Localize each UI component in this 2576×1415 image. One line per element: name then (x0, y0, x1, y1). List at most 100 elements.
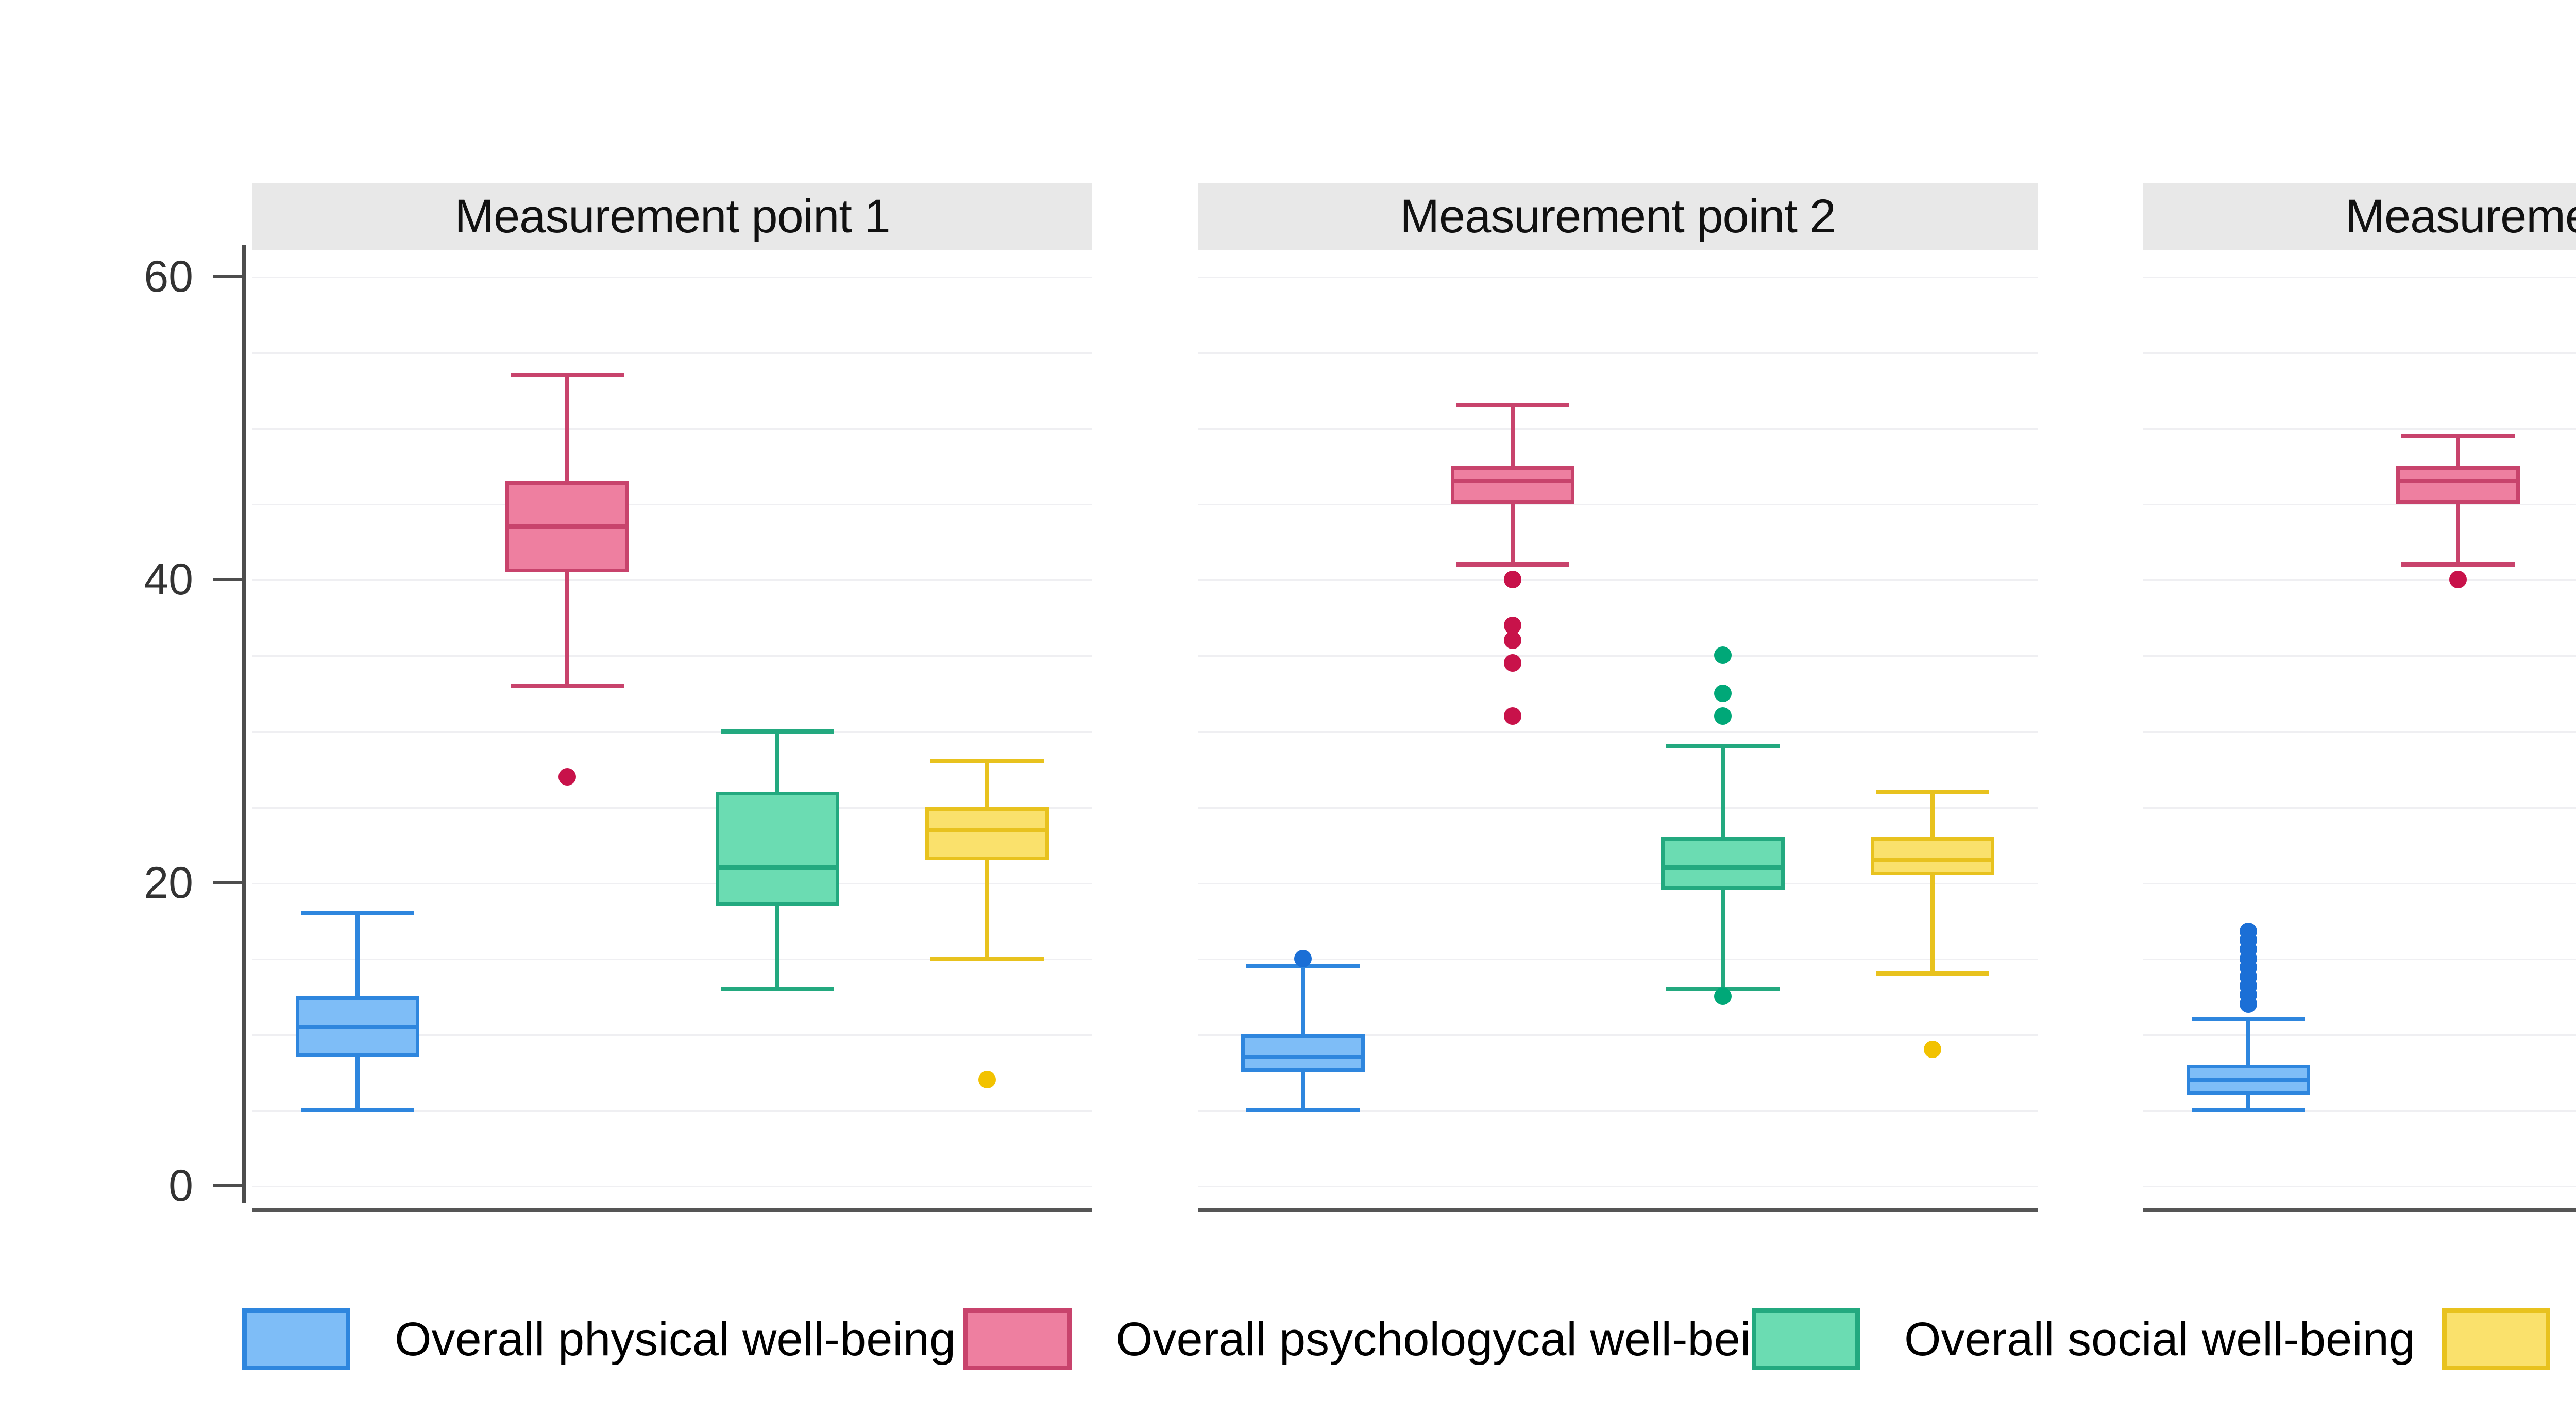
legend-item-4[interactable]: Overall spiritual well-being (2442, 1308, 2576, 1370)
gridline (252, 731, 1092, 733)
gridline (1198, 579, 2038, 582)
median-line (1660, 865, 1785, 870)
whisker-upper (1720, 746, 1725, 838)
boxplot-1-4 (925, 0, 1049, 1415)
legend-item-3[interactable]: Overall social well-being (1752, 1308, 2472, 1370)
whisker-lower (985, 860, 990, 959)
boxplot-2-2 (1451, 0, 1575, 1415)
box-iqr (2396, 466, 2520, 504)
gridline (1198, 1186, 2038, 1187)
median-line (295, 1025, 419, 1029)
whisker-cap-lower (720, 986, 834, 991)
gridline (2143, 731, 2576, 733)
legend-item-1[interactable]: Overall physical well-being (242, 1308, 1012, 1370)
panel-title: Measurement point 3 (2345, 190, 2576, 243)
gridline (2143, 958, 2576, 960)
whisker-upper (1511, 405, 1515, 466)
median-line (505, 524, 630, 529)
outlier-point (1504, 632, 1522, 649)
whisker-cap-upper (930, 759, 1044, 764)
gridline (2143, 882, 2576, 884)
panel-title: Measurement point 1 (454, 190, 890, 243)
median-line (715, 865, 839, 870)
gridline (1198, 352, 2038, 354)
whisker-cap-lower (2401, 562, 2515, 567)
gridline (252, 655, 1092, 657)
y-axis-tick-label: 0 (168, 1161, 193, 1211)
outlier-point (1714, 646, 1732, 664)
gridline (1198, 807, 2038, 809)
box-iqr (1451, 466, 1575, 504)
gridline (1198, 1110, 2038, 1112)
y-axis-tick-mark (213, 275, 242, 278)
gridline (252, 807, 1092, 809)
panel-header: Measurement point 2 (1198, 183, 2038, 250)
legend-item-2[interactable]: Overall psychologycal well-being (963, 1308, 1860, 1370)
gridline (252, 882, 1092, 884)
gridline (2143, 807, 2576, 809)
legend-swatch (1752, 1308, 1860, 1370)
outlier-point (1714, 987, 1732, 1005)
gridline (1198, 655, 2038, 657)
whisker-cap-upper (1666, 744, 1780, 748)
gridline (1198, 504, 2038, 506)
panel-title: Measurement point 2 (1400, 190, 1836, 243)
boxplot-1-1 (295, 0, 419, 1415)
whisker-upper (775, 731, 779, 792)
gridline (252, 1110, 1092, 1112)
whisker-cap-upper (720, 729, 834, 734)
boxplot-3-1 (2186, 0, 2310, 1415)
median-line (2396, 479, 2520, 484)
y-axis-tick-mark (213, 1184, 242, 1187)
panel-baseline (1198, 1208, 2038, 1212)
legend-label: Overall physical well-being (395, 1312, 956, 1366)
whisker-lower (1930, 875, 1935, 974)
whisker-upper (2456, 435, 2461, 466)
whisker-upper (565, 375, 570, 482)
box-iqr (1241, 1034, 1365, 1072)
box-iqr (925, 807, 1049, 860)
boxplot-1-2 (505, 0, 630, 1415)
box-iqr (1660, 837, 1785, 891)
median-line (2186, 1078, 2310, 1082)
boxplot-1-3 (715, 0, 839, 1415)
median-line (1451, 479, 1575, 484)
boxplot-2-3 (1660, 0, 1785, 1415)
gridline (1198, 882, 2038, 884)
gridline (252, 504, 1092, 506)
legend-label: Overall social well-being (1904, 1312, 2415, 1366)
whisker-cap-upper (1456, 403, 1570, 408)
median-line (1871, 858, 1995, 862)
outlier-point (1504, 571, 1522, 589)
legend-swatch (242, 1308, 350, 1370)
outlier-point (1714, 707, 1732, 725)
gridline (252, 277, 1092, 278)
whisker-cap-upper (1876, 790, 1990, 794)
whisker-cap-lower (1246, 1107, 1360, 1112)
gridline (2143, 277, 2576, 278)
whisker-cap-upper (2191, 1017, 2305, 1021)
outlier-point (1714, 684, 1732, 702)
gridline (1198, 1034, 2038, 1036)
whisker-cap-upper (300, 911, 414, 915)
whisker-lower (2246, 1095, 2250, 1110)
y-axis-tick-mark (213, 881, 242, 884)
outlier-point (1504, 654, 1522, 672)
panel-baseline (2143, 1208, 2576, 1212)
outlier-point (1924, 1041, 1942, 1059)
whisker-cap-lower (300, 1107, 414, 1112)
panel-header: Measurement point 3 (2143, 183, 2576, 250)
gridline (2143, 1186, 2576, 1187)
whisker-cap-upper (511, 373, 624, 378)
y-axis-tick-label: 20 (144, 858, 193, 908)
gridline (1198, 958, 2038, 960)
boxplot-3-2 (2396, 0, 2520, 1415)
gridline (1198, 428, 2038, 430)
outlier-point (1294, 949, 1312, 967)
whisker-upper (985, 761, 990, 807)
y-axis-tick-mark (213, 578, 242, 582)
box-iqr (1871, 837, 1995, 875)
outlier-point (558, 768, 577, 786)
